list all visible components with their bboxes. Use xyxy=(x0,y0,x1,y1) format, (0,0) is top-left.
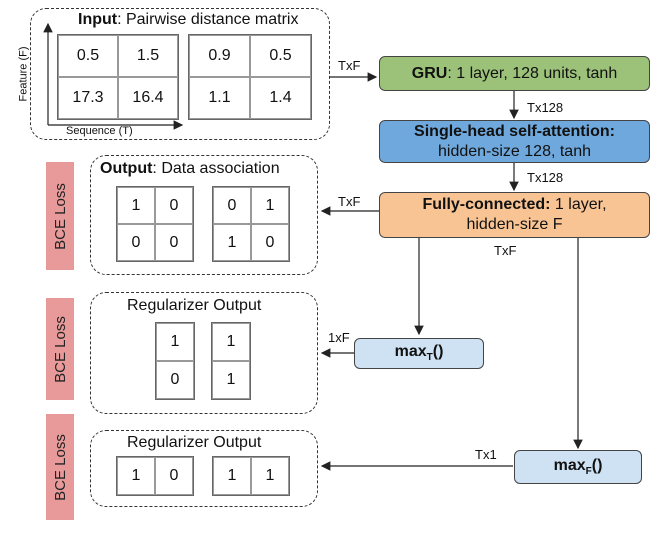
matrix-cell: 0.9 xyxy=(189,35,250,77)
max-t-node: maxT() xyxy=(354,338,484,369)
matrix-cell: 0.5 xyxy=(58,35,118,77)
fully-connected-node: Fully-connected: 1 layer, hidden-size F xyxy=(379,192,650,238)
regularizer-title-1: Regularizer Output xyxy=(127,297,262,314)
matrix-cell: 0 xyxy=(155,224,193,261)
regularizer-2-row-b: 1 1 xyxy=(212,456,290,496)
label-fc-below: TxF xyxy=(494,243,517,258)
regularizer-panel-2 xyxy=(90,430,318,507)
regularizer-2-row-a: 1 0 xyxy=(116,456,194,496)
matrix-cell: 1.1 xyxy=(189,77,250,119)
matrix-cell: 1 xyxy=(117,457,155,495)
bce-loss-1: BCE Loss xyxy=(46,162,74,270)
matrix-cell: 1.4 xyxy=(250,77,311,119)
matrix-cell: 1 xyxy=(212,323,250,361)
matrix-cell: 1 xyxy=(213,224,251,261)
output-panel xyxy=(90,155,318,275)
feature-axis-label: Feature (F) xyxy=(17,46,30,102)
regularizer-panel-1 xyxy=(90,292,318,414)
sequence-axis-label: Sequence (T) xyxy=(66,125,133,137)
input-matrix-b: 0.9 0.5 1.1 1.4 xyxy=(188,34,312,120)
input-title: Input: Pairwise distance matrix xyxy=(78,11,299,28)
label-attention-to-fc: Tx128 xyxy=(527,170,564,185)
matrix-cell: 1 xyxy=(251,187,289,224)
matrix-cell: 0 xyxy=(117,224,155,261)
bce-loss-3: BCE Loss xyxy=(46,414,74,520)
matrix-cell: 17.3 xyxy=(58,77,118,119)
label-gru-to-attention: Tx128 xyxy=(527,100,564,115)
label-in-to-gru: TxF xyxy=(338,58,361,73)
regularizer-1-column-a: 1 0 xyxy=(155,322,195,400)
matrix-cell: 0 xyxy=(213,187,251,224)
gru-node: GRU: 1 layer, 128 units, tanh xyxy=(379,56,650,91)
max-f-node: maxF() xyxy=(514,450,642,484)
matrix-cell: 1 xyxy=(117,187,155,224)
matrix-cell: 0 xyxy=(155,457,193,495)
matrix-cell: 0 xyxy=(155,187,193,224)
input-matrix-a: 0.5 1.5 17.3 16.4 xyxy=(57,34,179,120)
label-fc-to-output: TxF xyxy=(338,194,361,209)
matrix-cell: 0 xyxy=(251,224,289,261)
matrix-cell: 1 xyxy=(156,323,194,361)
output-matrix-b: 0 1 1 0 xyxy=(212,186,290,262)
matrix-cell: 1.5 xyxy=(118,35,178,77)
output-matrix-a: 1 0 0 0 xyxy=(116,186,194,262)
label-maxf-to-reg: Tx1 xyxy=(475,447,497,462)
regularizer-title-2: Regularizer Output xyxy=(127,434,262,451)
matrix-cell: 0 xyxy=(156,361,194,399)
matrix-cell: 1 xyxy=(212,361,250,399)
regularizer-1-column-b: 1 1 xyxy=(211,322,251,400)
matrix-cell: 1 xyxy=(213,457,251,495)
bce-loss-2: BCE Loss xyxy=(46,298,74,400)
matrix-cell: 16.4 xyxy=(118,77,178,119)
matrix-cell: 1 xyxy=(251,457,289,495)
output-title: Output: Data association xyxy=(100,160,280,177)
attention-node: Single-head self-attention: hidden-size … xyxy=(379,120,650,163)
matrix-cell: 0.5 xyxy=(250,35,311,77)
label-maxt-to-reg: 1xF xyxy=(328,330,350,345)
input-panel xyxy=(30,8,330,140)
